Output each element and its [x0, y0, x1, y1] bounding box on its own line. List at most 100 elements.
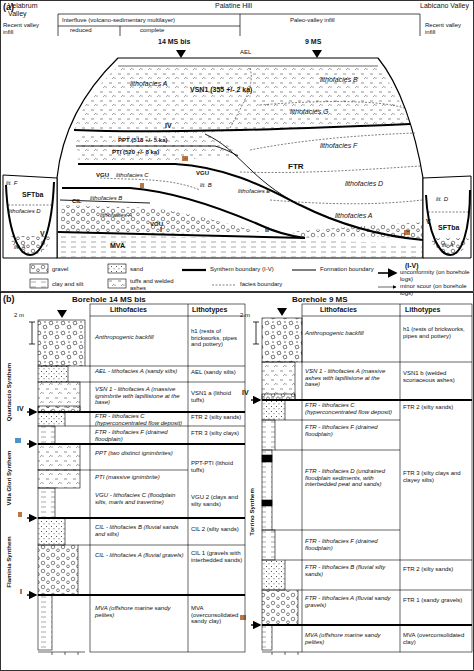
section-label: FTR - lithofacies A (fluvial sandy grave…: [305, 595, 395, 608]
legend-sample: [108, 264, 126, 273]
borehole-marker: [176, 50, 186, 58]
scale-bar: [29, 322, 35, 323]
borehole-log: [272, 652, 273, 655]
section-label: reduced: [70, 27, 110, 34]
synthem-boundary: [262, 399, 472, 401]
section-label: FTR 3 (silty clays): [191, 430, 243, 437]
log-table: [302, 304, 472, 652]
section-label: FTR - lithofacies D (undrained floodplai…: [305, 468, 395, 488]
legend-text: tuffs and welded ashes: [130, 278, 190, 291]
section-label: AEL - lithofacies A (sandy silts): [95, 368, 185, 375]
section-label: CIL - lithofacies B (fluvial sands and s…: [95, 524, 185, 537]
borehole-log: [52, 652, 53, 655]
section-label: Lithofacies: [110, 306, 180, 314]
borehole-log: [38, 412, 65, 426]
section-label: Velabrum Valley: [8, 2, 56, 18]
borehole-log: [285, 652, 286, 655]
borehole-log: [262, 400, 285, 420]
section-label: VSN1 a (lithoid tuffs): [191, 390, 243, 403]
section-label: Labicano Valley: [420, 2, 472, 10]
borehole-log: [262, 318, 302, 362]
legend-text: sand: [130, 266, 175, 273]
synthem-boundary: [38, 517, 245, 519]
borehole-log: [262, 362, 295, 400]
section-label: II: [18, 511, 30, 519]
borehole-log: [38, 366, 68, 382]
legend-sample: [30, 279, 48, 288]
section-label: CIL 2 (silty sands): [191, 526, 243, 533]
cross-section: [240, 166, 420, 173]
scale-bar: [253, 344, 259, 345]
section-label: h1 (rests of brickworks, pipes and potte…: [191, 328, 243, 348]
log-table: [65, 304, 472, 652]
section-label: I: [160, 226, 170, 234]
section-label: lit. B: [200, 182, 225, 189]
log-table: [285, 560, 472, 561]
cross-section: [3, 58, 471, 258]
unconformity-arrow: [27, 517, 36, 518]
section-label: VSN1 b (welded scoriaceous ashes): [403, 370, 469, 383]
header-brackets: [58, 26, 240, 27]
section-label: FTR - lithofacies B (fluvial silty sands…: [305, 564, 395, 577]
header-brackets: [58, 14, 420, 15]
section-label: Lithotypes: [405, 306, 465, 314]
header-brackets: [420, 14, 421, 36]
section-label: lithofacies C: [116, 172, 171, 179]
section-label: FTR: [288, 163, 318, 172]
log-table: [90, 316, 245, 317]
borehole-log: [38, 488, 55, 518]
borehole-log: [38, 444, 80, 470]
panel-frame: [1, 293, 474, 671]
section-label: PTI (massive ignimbrite): [95, 474, 185, 481]
section-label: VGU 2 (clays and silty sands): [191, 494, 243, 507]
log-table: [275, 450, 400, 451]
cross-section: [60, 205, 260, 234]
header-brackets: [58, 14, 59, 36]
cross-section: [230, 68, 251, 128]
scale-bar: [253, 322, 259, 323]
legend-sample: [30, 264, 48, 273]
section-label: Anthropogenic backfill: [305, 330, 395, 337]
section-label: PTI (520 +/- 8 ka): [112, 149, 182, 156]
section-label: Lithofacies: [320, 306, 380, 314]
section-label: III: [15, 437, 29, 445]
cross-section: [62, 188, 305, 238]
section-label: FTR - lithofacies C (hyperconcentrated f…: [95, 413, 185, 426]
section-label: Borehole 14 MS bis: [72, 296, 182, 305]
section-label: SFTba: [22, 191, 52, 199]
legend-sample: [212, 285, 236, 286]
section-label: lithofacies D: [8, 208, 56, 215]
section-label: AEL: [240, 49, 270, 56]
section-label: Recent valley infill: [3, 22, 48, 35]
section-label: SFTba: [438, 224, 468, 232]
section-label: MVA (offshore marine sandy pelites): [95, 605, 185, 618]
section-label: FTR 3 (silty clays and clayey silts): [403, 470, 469, 483]
section-label: lithofacies A: [130, 80, 190, 88]
section-label: lithofacies A: [100, 212, 155, 219]
borehole-log: [262, 420, 275, 450]
cross-section: [118, 66, 378, 67]
section-label: FTR 2 (silty sands): [191, 414, 243, 421]
section-label: IV: [242, 389, 254, 397]
section-label: FTR 1 (sandy gravels): [403, 597, 469, 604]
section-label: lit. A: [442, 242, 467, 249]
legend-text: Formation boundary: [320, 266, 390, 273]
borehole-log: [65, 652, 66, 655]
header-brackets: [120, 26, 121, 36]
section-label: FTR - lithofacies F (drained floodplain): [95, 429, 185, 442]
section-label: Villa Glori Synthem: [6, 451, 13, 506]
legend-text: clay and silt: [52, 281, 102, 288]
section-label: IV: [17, 405, 29, 413]
unconformity-arrow: [251, 399, 260, 400]
log-table: [78, 545, 245, 546]
section-label: MVA: [110, 242, 140, 250]
section-label: PPT-PTI (lithoid tuffs): [191, 460, 243, 473]
section-label: Interfluve (volcano-sedimentary multilay…: [62, 17, 237, 24]
log-table: [302, 362, 472, 363]
section-label: I: [20, 588, 32, 596]
borehole-log: [262, 625, 272, 650]
legend-text: Synthem boundary (I-V): [210, 266, 290, 273]
section-label: V: [40, 230, 50, 238]
legend-text: gravel: [52, 266, 102, 273]
